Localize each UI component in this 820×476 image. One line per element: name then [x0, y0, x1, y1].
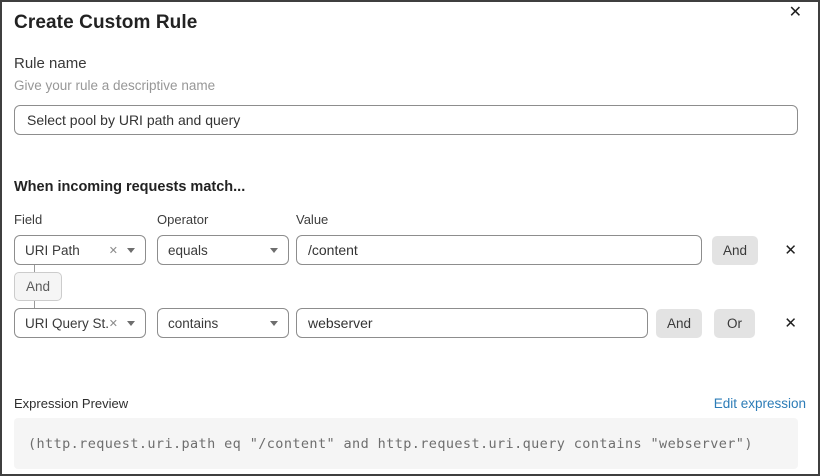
- edit-expression-link[interactable]: Edit expression: [713, 396, 806, 411]
- dialog-header: Create Custom Rule ✕: [14, 2, 806, 34]
- clear-icon[interactable]: ✕: [108, 243, 118, 257]
- expression-preview-label: Expression Preview: [14, 396, 129, 411]
- operator-select-value: contains: [168, 315, 219, 331]
- value-input[interactable]: [296, 235, 702, 265]
- operator-select-value: equals: [168, 242, 208, 258]
- rule-name-section: Rule name Give your rule a descriptive n…: [14, 55, 806, 135]
- field-select[interactable]: URI Query St... ✕: [14, 308, 146, 338]
- or-button[interactable]: Or: [714, 308, 756, 338]
- page-title: Create Custom Rule: [14, 12, 198, 33]
- field-select-value: URI Path: [25, 242, 80, 258]
- close-icon[interactable]: ✕: [785, 2, 806, 24]
- operator-select[interactable]: equals: [157, 235, 289, 265]
- rule-name-label: Rule name: [14, 55, 87, 72]
- chevron-down-icon: [270, 247, 278, 253]
- value-input[interactable]: [296, 308, 648, 338]
- chevron-down-icon: [270, 320, 278, 326]
- connector: And: [14, 265, 806, 308]
- clear-icon[interactable]: ✕: [108, 316, 118, 330]
- expression-code-block: (http.request.uri.path eq "/content" and…: [14, 418, 798, 469]
- chevron-down-icon: [127, 247, 135, 253]
- field-column-label: Field: [14, 212, 43, 227]
- delete-row-icon[interactable]: ✕: [781, 240, 800, 261]
- delete-row-icon[interactable]: ✕: [781, 313, 800, 334]
- expression-preview-section: Expression Preview Edit expression (http…: [14, 396, 806, 469]
- operator-column-label: Operator: [157, 212, 209, 227]
- condition-row: URI Path ✕ equals And ✕: [14, 235, 806, 265]
- and-connector-badge: And: [14, 272, 63, 301]
- field-select[interactable]: URI Path ✕: [14, 235, 146, 265]
- operator-select[interactable]: contains: [157, 308, 289, 338]
- column-labels: Field Operator Value: [14, 212, 806, 227]
- condition-row: URI Query St... ✕ contains And Or ✕: [14, 308, 806, 338]
- and-button[interactable]: And: [656, 308, 703, 338]
- rule-name-input[interactable]: [14, 105, 798, 135]
- chevron-down-icon: [127, 320, 135, 326]
- match-heading: When incoming requests match...: [14, 179, 246, 195]
- and-button[interactable]: And: [712, 235, 759, 265]
- value-column-label: Value: [296, 212, 329, 227]
- match-section: When incoming requests match... Field Op…: [14, 179, 806, 338]
- expression-code: (http.request.uri.path eq "/content" and…: [28, 435, 753, 452]
- rule-name-hint: Give your rule a descriptive name: [14, 78, 216, 93]
- field-select-value: URI Query St...: [25, 315, 109, 331]
